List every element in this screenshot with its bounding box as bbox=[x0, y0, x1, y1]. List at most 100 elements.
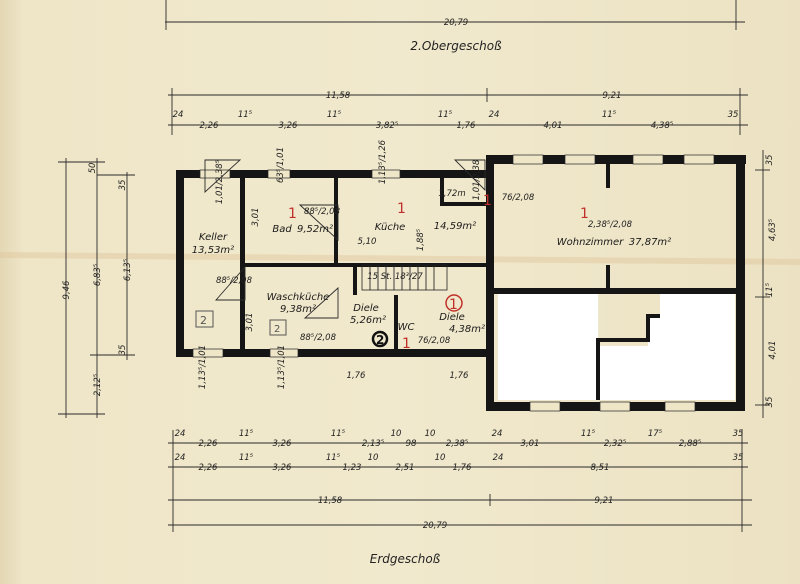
opening-label: 76/2,08 bbox=[418, 336, 451, 346]
opening-label: 1,76 bbox=[347, 371, 367, 381]
dim-bottom-row2: 10 bbox=[435, 453, 446, 463]
dim-left: 9,46 bbox=[62, 280, 72, 300]
dim-bottom-row2: 2,51 bbox=[396, 463, 415, 473]
opening-label: 1,13⁵/1,26 bbox=[378, 139, 388, 184]
opening-label: 1,72m bbox=[438, 189, 465, 199]
dim-split-right: 9,21 bbox=[603, 91, 622, 101]
dim-bottom-row1: 3,01 bbox=[521, 439, 540, 449]
dim-bottom-row2: 1,76 bbox=[453, 463, 473, 473]
dim-left: 6,13⁵ bbox=[123, 258, 133, 281]
opening-label: 2,38⁵/2,08 bbox=[588, 220, 633, 230]
pencil-annotations: 1 1 1 1 1 1 2 2 2 bbox=[195, 193, 589, 352]
dim-bottom-row1: 3,26 bbox=[273, 439, 293, 449]
dim-right: 11⁵ bbox=[765, 282, 775, 297]
dim-bottom-row2: 24 bbox=[493, 453, 504, 463]
room-wohnzimmer-area: 37,87m² bbox=[629, 237, 671, 248]
dim-left: 50 bbox=[88, 163, 98, 174]
dim-bottom-row2: 2,26 bbox=[199, 463, 219, 473]
dim-bottom-row2: 8,51 bbox=[591, 463, 610, 473]
bottom-dimensions: 242,2611⁵3,2611⁵2,13⁵1098102,38⁵243,0111… bbox=[168, 429, 752, 566]
dim-top-detail: 1,76 bbox=[457, 121, 477, 131]
dim-bottom-row1: 11⁵ bbox=[581, 429, 596, 439]
opening-label: 88⁵/2,08 bbox=[216, 276, 253, 286]
dim-left: 35 bbox=[118, 180, 128, 191]
dim-left: 6,83⁵ bbox=[93, 263, 103, 286]
top-dimensions: 20,79 2.Obergeschoß 11,58 9,21 242,2611⁵… bbox=[165, 0, 748, 135]
walls bbox=[176, 154, 746, 412]
room-diele1-name: Diele bbox=[353, 303, 379, 314]
opening-label: 1,88⁵ bbox=[416, 228, 426, 251]
staircase bbox=[361, 264, 448, 291]
dim-bottom-row1: 11⁵ bbox=[331, 429, 346, 439]
room-diele1-area: 5,26m² bbox=[350, 315, 386, 326]
black-circle-mark bbox=[371, 330, 389, 348]
room-diele2-name: Diele bbox=[439, 312, 465, 323]
dim-bottom-row1: 35 bbox=[733, 429, 744, 439]
dim-right: 4,63⁵ bbox=[768, 218, 778, 241]
room-waschkueche-name: Waschküche bbox=[267, 292, 330, 303]
room-keller-name: Keller bbox=[199, 232, 228, 243]
boxed-two: 2 bbox=[274, 324, 280, 335]
dim-top-detail: 35 bbox=[728, 110, 739, 120]
dim-top-detail: 11⁵ bbox=[238, 110, 253, 120]
opening-label: 1,01/2,38 bbox=[472, 159, 482, 200]
dim-bottom-row1: 2,13⁵ bbox=[362, 439, 385, 449]
room-wohnzimmer-name: Wohnzimmer bbox=[557, 237, 624, 248]
dim-bottom-row1: 2,38⁵ bbox=[446, 439, 469, 449]
dim-top-detail: 2,26 bbox=[200, 121, 220, 131]
dim-top-detail: 11⁵ bbox=[438, 110, 453, 120]
dim-bottom-row1: 17⁵ bbox=[648, 429, 663, 439]
opening-label: 1,01/2,38⁵ bbox=[215, 159, 225, 204]
opening-labels: 1,01/2,38⁵ 63⁵/1,01 1,13⁵/1,26 88⁵/2,08 88⁵/… bbox=[198, 139, 633, 389]
dim-bottom-row1: 2,88⁵ bbox=[679, 439, 702, 449]
dim-overall-top: 20,79 bbox=[444, 18, 468, 28]
red-mark: 1 bbox=[580, 206, 589, 222]
opening-label: 63⁵/1,01 bbox=[276, 147, 286, 183]
dim-bottom-row2: 11⁵ bbox=[326, 453, 341, 463]
dim-left: 35 bbox=[118, 345, 128, 356]
room-kueche-area: 14,59m² bbox=[434, 221, 476, 232]
opening-label: 3,01 bbox=[245, 313, 255, 332]
opening-label: 88⁵/2,08 bbox=[304, 207, 341, 217]
dim-bottom-row1: 24 bbox=[492, 429, 503, 439]
dim-top-detail: 11⁵ bbox=[327, 110, 342, 120]
dim-top-detail: 3,26 bbox=[279, 121, 299, 131]
boxed-two: 2 bbox=[200, 314, 207, 327]
dim-top-detail: 4,01 bbox=[544, 121, 563, 131]
dim-bottom-row1: 24 bbox=[175, 429, 186, 439]
room-bad-name: Bad bbox=[272, 224, 292, 235]
paper-fold bbox=[0, 252, 800, 265]
dim-bottom-split-left: 11,58 bbox=[318, 496, 343, 506]
dim-left: 2,12⁵ bbox=[93, 373, 103, 396]
red-circled-one: 1 bbox=[449, 297, 458, 313]
dim-top-detail: 3,82⁵ bbox=[376, 121, 399, 131]
circled-two: 2 bbox=[376, 333, 384, 347]
dim-top-detail: 24 bbox=[489, 110, 500, 120]
red-mark: 1 bbox=[288, 206, 297, 222]
room-labels: Keller 13,53m² Bad 9,52m² Küche 14,59m² … bbox=[192, 221, 671, 335]
opening-label: 1,76 bbox=[450, 371, 470, 381]
dim-bottom-row1: 98 bbox=[406, 439, 417, 449]
dim-bottom-row2: 10 bbox=[368, 453, 379, 463]
dim-right: 35 bbox=[765, 397, 775, 408]
blank-area bbox=[498, 294, 735, 400]
dim-bottom-row2: 11⁵ bbox=[239, 453, 254, 463]
room-kueche-name: Küche bbox=[375, 222, 406, 233]
room-keller-area: 13,53m² bbox=[192, 245, 234, 256]
dim-right: 4,01 bbox=[768, 341, 778, 360]
room-wc-name: WC bbox=[398, 322, 415, 333]
dim-bottom-row2: 1,23 bbox=[343, 463, 362, 473]
dim-bottom-row1: 11⁵ bbox=[239, 429, 254, 439]
dim-bottom-row2: 24 bbox=[175, 453, 186, 463]
opening-label: 1,13⁵/1,01 bbox=[198, 345, 208, 389]
side-dimensions: 9,46 50 6,83⁵ 2,12⁵ 35 6,13⁵ 35 35 4,63⁵ 11⁵ 4,01 3… bbox=[58, 150, 778, 418]
dim-bottom-row2: 35 bbox=[733, 453, 744, 463]
dim-bottom-split-right: 9,21 bbox=[595, 496, 614, 506]
dim-top-detail: 24 bbox=[173, 110, 184, 120]
room-bad-area: 9,52m² bbox=[297, 224, 333, 235]
red-mark: 1 bbox=[483, 193, 492, 209]
red-circle-mark bbox=[445, 294, 463, 312]
red-mark: 1 bbox=[402, 336, 411, 352]
